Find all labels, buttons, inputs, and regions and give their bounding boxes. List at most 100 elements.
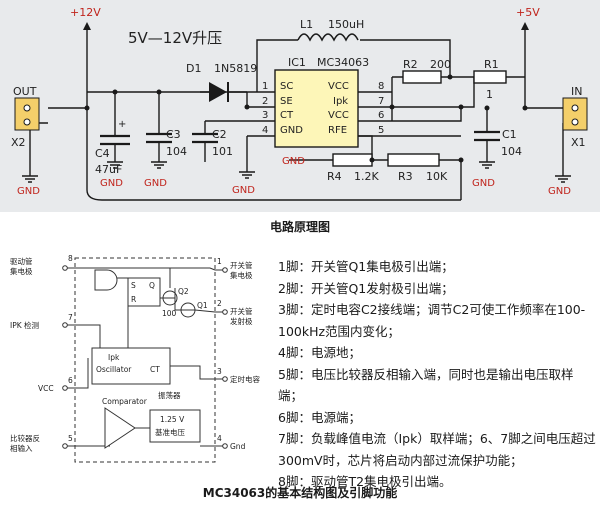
pin-num-2: 2 bbox=[262, 96, 268, 107]
bd-ref-cn: 基准电压 bbox=[155, 427, 185, 437]
c2-value: 101 bbox=[212, 145, 233, 158]
d1-ref: D1 bbox=[186, 62, 201, 75]
bd-osc-cn: 振荡器 bbox=[158, 390, 181, 400]
pin-num-4: 4 bbox=[262, 125, 268, 136]
x2-ref: X2 bbox=[11, 136, 26, 149]
ic-pin-vcc6: VCC bbox=[328, 110, 349, 121]
ic-pin-rfe: RFE bbox=[328, 125, 347, 136]
bd-osc-label: Oscillator bbox=[96, 365, 132, 374]
ic-pin-gnd: GND bbox=[280, 125, 303, 136]
r4-value: 1.2K bbox=[354, 170, 379, 183]
pin-desc-4: 4脚：电源地； bbox=[278, 345, 361, 360]
pin-desc-3: 3脚：定时电容C2接线端；调节C2可使工作频率在100- bbox=[278, 302, 586, 317]
boost-schematic: + 5V—12V升压 +12V +5V IC1 M bbox=[0, 0, 600, 212]
ic-ref: IC1 bbox=[288, 56, 306, 69]
bd-pin-8: 8 bbox=[68, 254, 73, 263]
pin-desc-7-cont: 300mV时，芯片将启动内部过流保护功能； bbox=[278, 452, 523, 468]
ic-pin-vcc8: VCC bbox=[328, 81, 349, 92]
r4-ref: R4 bbox=[327, 170, 342, 183]
bd-pin-3: 3 bbox=[217, 367, 222, 376]
l1-value: 150uH bbox=[328, 18, 364, 31]
gnd-label-3: GND bbox=[144, 178, 167, 189]
bd-latch-s: S bbox=[131, 281, 136, 290]
bd-q2: Q2 bbox=[178, 287, 189, 296]
pin-num-3: 3 bbox=[262, 110, 268, 121]
gnd-label-4: GND bbox=[232, 185, 255, 196]
c4-value: 47uF bbox=[95, 163, 122, 176]
bd-pin-5: 5 bbox=[68, 434, 73, 443]
c3-value: 104 bbox=[166, 145, 187, 158]
bd-left-ipk: IPK 检测 bbox=[10, 320, 39, 330]
bd-right-p2-b: 发射极 bbox=[230, 316, 253, 326]
c4-ref: C4 bbox=[95, 147, 110, 160]
pin-desc-1: 1脚：开关管Q1集电极引出端； bbox=[278, 259, 454, 274]
pin-num-7: 7 bbox=[378, 96, 384, 107]
r3-ref: R3 bbox=[398, 170, 413, 183]
pin-desc-5: 5脚：电压比较器反相输入端，同时也是输出电压取样端； bbox=[278, 366, 574, 404]
l1-ref: L1 bbox=[300, 18, 313, 31]
bd-pin-2: 2 bbox=[217, 299, 222, 308]
c3-ref: C3 bbox=[166, 128, 181, 141]
gnd-label-5: GND bbox=[282, 156, 305, 167]
bd-right-p1-b: 集电极 bbox=[230, 270, 253, 280]
vin-rail-label: +5V bbox=[516, 6, 540, 19]
svg-text:+: + bbox=[118, 119, 126, 130]
pin-desc-3-cont: 100kHz范围内变化； bbox=[278, 323, 401, 339]
c2-ref: C2 bbox=[212, 128, 227, 141]
pin-num-1: 1 bbox=[262, 81, 268, 92]
pin-num-8: 8 bbox=[378, 81, 384, 92]
ic-pin-ipk: Ipk bbox=[333, 96, 348, 107]
bd-left-p8-a: 驱动管 bbox=[10, 256, 33, 266]
c1-value: 104 bbox=[501, 145, 522, 158]
bd-q1: Q1 bbox=[197, 301, 208, 310]
r1-ref: R1 bbox=[484, 58, 499, 71]
bd-latch-q: Q bbox=[149, 281, 155, 290]
ic-pin-se: SE bbox=[280, 96, 293, 107]
bd-right-p1-a: 开关管 bbox=[230, 260, 253, 270]
ic-pin-ct: CT bbox=[280, 110, 294, 121]
bd-pin-1: 1 bbox=[217, 257, 222, 266]
schematic-caption: 电路原理图 bbox=[269, 220, 330, 234]
bd-left-cmp-a: 比较器反 bbox=[10, 433, 40, 443]
bd-right-p3: 定时电容 bbox=[230, 374, 260, 384]
bd-left-cmp-b: 相输入 bbox=[10, 443, 33, 453]
bd-latch-r: R bbox=[131, 295, 136, 304]
gnd-label-2: GND bbox=[100, 178, 123, 189]
pin-desc-6: 6脚：电源端； bbox=[278, 409, 361, 425]
x2-label: OUT bbox=[13, 85, 37, 98]
pin-desc-7: 7脚：负载峰值电流（Ipk）取样端；6、7脚之间电压超过 bbox=[278, 431, 596, 446]
gnd-label-6: GND bbox=[472, 178, 495, 189]
pin-desc-2: 2脚：开关管Q1发射极引出端； bbox=[278, 280, 454, 296]
r1-value: 1 bbox=[486, 88, 493, 101]
r3-value: 10K bbox=[426, 170, 448, 183]
bd-ref-voltage: 1.25 V bbox=[160, 415, 185, 424]
r2-value: 200 bbox=[430, 58, 451, 71]
x1-label: IN bbox=[571, 85, 582, 98]
bd-osc-ipk: Ipk bbox=[108, 353, 120, 362]
gnd-label-1: GND bbox=[17, 186, 40, 197]
bd-comparator: Comparator bbox=[102, 397, 148, 406]
pin-num-5: 5 bbox=[378, 125, 384, 136]
bd-pin-6: 6 bbox=[68, 376, 73, 385]
ic-part: MC34063 bbox=[317, 56, 369, 69]
bd-right-p2-a: 开关管 bbox=[230, 306, 253, 316]
ic-pin-sc: SC bbox=[280, 81, 293, 92]
pin-desc-8: 8脚：驱动管T2集电极引出端。 bbox=[278, 474, 452, 489]
block-diagram-caption: MC34063的基本结构图及引脚功能 bbox=[202, 486, 398, 500]
c1-ref: C1 bbox=[502, 128, 517, 141]
bd-r100: 100 bbox=[162, 309, 177, 318]
bd-left-p8-b: 集电极 bbox=[10, 266, 33, 276]
mc34063-block-diagram: 驱动管 集电极 IPK 检测 VCC 比较器反 相输入 8 7 6 5 1 2 … bbox=[10, 254, 260, 463]
bd-pin-4: 4 bbox=[217, 434, 222, 443]
bd-osc-ct: CT bbox=[150, 365, 160, 374]
d1-value: 1N5819 bbox=[214, 62, 257, 75]
r2-ref: R2 bbox=[403, 58, 418, 71]
gnd-label-7: GND bbox=[548, 186, 571, 197]
pin-function-list: 1脚：开关管Q1集电极引出端； 2脚：开关管Q1发射极引出端； 3脚：定时电容C… bbox=[278, 256, 596, 493]
vout-rail-label: +12V bbox=[70, 6, 101, 19]
pin-num-6: 6 bbox=[378, 110, 384, 121]
bd-left-vcc: VCC bbox=[38, 384, 54, 393]
x1-ref: X1 bbox=[571, 136, 586, 149]
bd-pin-7: 7 bbox=[68, 313, 73, 322]
bd-right-p4: Gnd bbox=[230, 442, 246, 451]
